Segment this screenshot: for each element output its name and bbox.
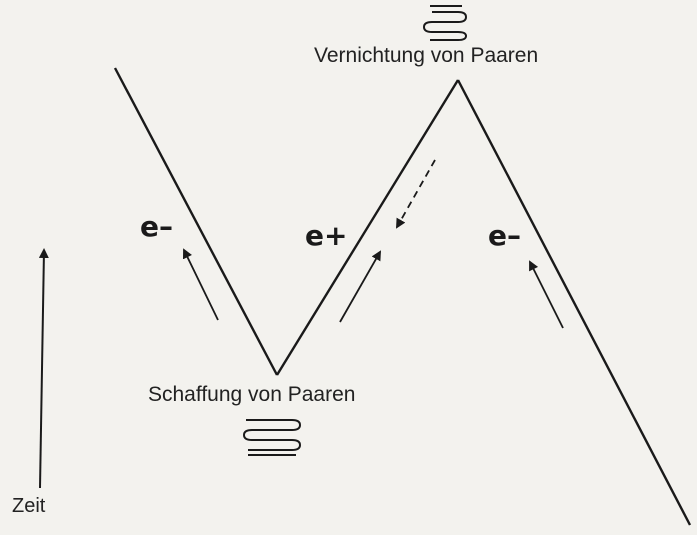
photon-coil-icon — [422, 5, 468, 41]
direction-arrows — [182, 159, 564, 329]
time-axis-label: Zeit — [12, 495, 46, 517]
electron-line-right — [456, 79, 692, 526]
annihilation-label: Vernichtung von Paaren — [314, 44, 539, 67]
arrow-middle-dashed-down — [396, 159, 436, 229]
arrow-left-up — [182, 248, 219, 321]
arrow-right-up — [529, 260, 564, 329]
electron-line-left — [113, 67, 279, 376]
arrow-middle-up — [339, 250, 381, 323]
particle-label-left: e– — [140, 210, 173, 243]
creation-label: Schaffung von Paaren — [148, 383, 356, 406]
photon-coil-icon — [242, 419, 302, 456]
world-line — [113, 67, 692, 526]
time-arrow-icon — [38, 248, 49, 489]
particle-label-right: e– — [488, 219, 521, 252]
positron-line — [275, 79, 460, 376]
particle-label-middle: e+ — [305, 219, 348, 252]
